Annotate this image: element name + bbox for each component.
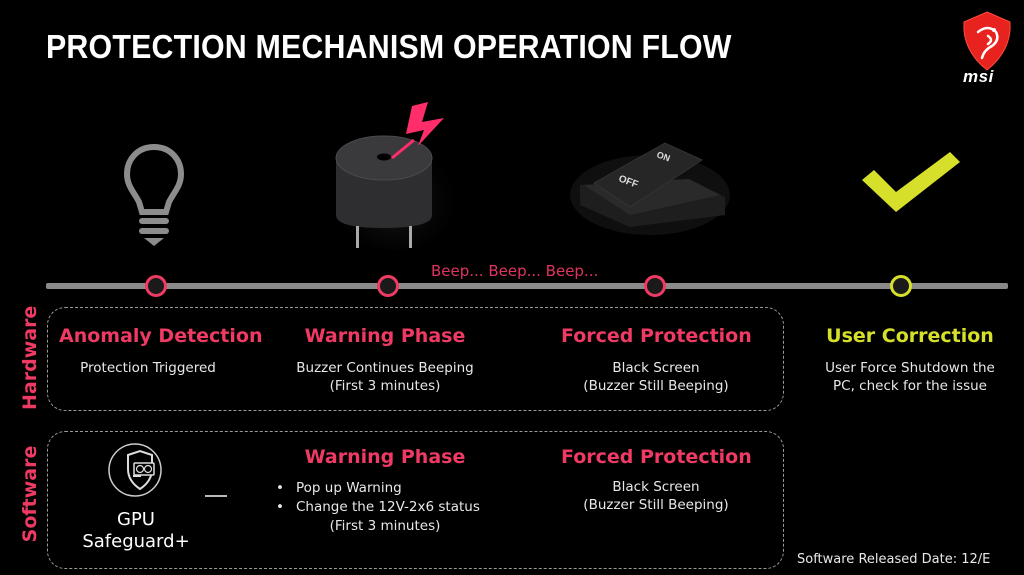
timeline-node-user-correction bbox=[890, 275, 912, 297]
hardware-warning-title: Warning Phase bbox=[304, 325, 466, 347]
timeline-node-warning bbox=[377, 275, 399, 297]
power-switch-icon: ON OFF bbox=[570, 142, 730, 235]
hardware-label: Hardware bbox=[19, 305, 41, 410]
hardware-forced-title: Forced Protection bbox=[561, 325, 752, 347]
timeline-node-anomaly bbox=[145, 275, 167, 297]
software-box bbox=[47, 431, 784, 569]
user-correction-desc: User Force Shutdown the PC, check for th… bbox=[825, 360, 995, 394]
page-title: PROTECTION MECHANISM OPERATION FLOW bbox=[46, 28, 732, 65]
beep-label: Beep... Beep... Beep... bbox=[431, 262, 599, 280]
hardware-forced-desc: Black Screen (Buzzer Still Beeping) bbox=[583, 360, 729, 394]
lightbulb-icon bbox=[123, 143, 185, 246]
buzzer-icon bbox=[331, 102, 459, 250]
software-release-date: Software Released Date: 12/E bbox=[797, 552, 991, 567]
hardware-anomaly-desc: Protection Triggered bbox=[80, 360, 216, 376]
software-forced-desc: Black Screen (Buzzer Still Beeping) bbox=[583, 479, 729, 513]
gpu-safeguard-shield-icon bbox=[108, 443, 162, 497]
software-forced-title: Forced Protection bbox=[561, 446, 752, 468]
user-correction-title: User Correction bbox=[826, 325, 994, 347]
gpu-safeguard-label: GPU Safeguard+ bbox=[82, 509, 190, 552]
bullet-item: Change the 12V-2x6 status bbox=[276, 498, 480, 517]
brand-name: msi bbox=[963, 67, 994, 86]
timeline-bar bbox=[46, 283, 1008, 289]
svg-text:ON: ON bbox=[655, 149, 671, 163]
hardware-box bbox=[47, 307, 784, 411]
hardware-anomaly-title: Anomaly Detection bbox=[59, 325, 263, 347]
software-warning-bullets: Pop up Warning Change the 12V-2x6 status bbox=[276, 479, 480, 517]
checkmark-icon bbox=[862, 152, 960, 212]
software-warning-title: Warning Phase bbox=[304, 446, 466, 468]
timeline-node-forced bbox=[644, 275, 666, 297]
software-warning-note: (First 3 minutes) bbox=[329, 518, 441, 534]
connector-line bbox=[205, 495, 227, 497]
hardware-warning-desc: Buzzer Continues Beeping (First 3 minute… bbox=[296, 360, 474, 394]
msi-dragon-shield-icon bbox=[963, 11, 1011, 71]
bullet-item: Pop up Warning bbox=[276, 479, 480, 498]
software-label: Software bbox=[19, 445, 41, 543]
